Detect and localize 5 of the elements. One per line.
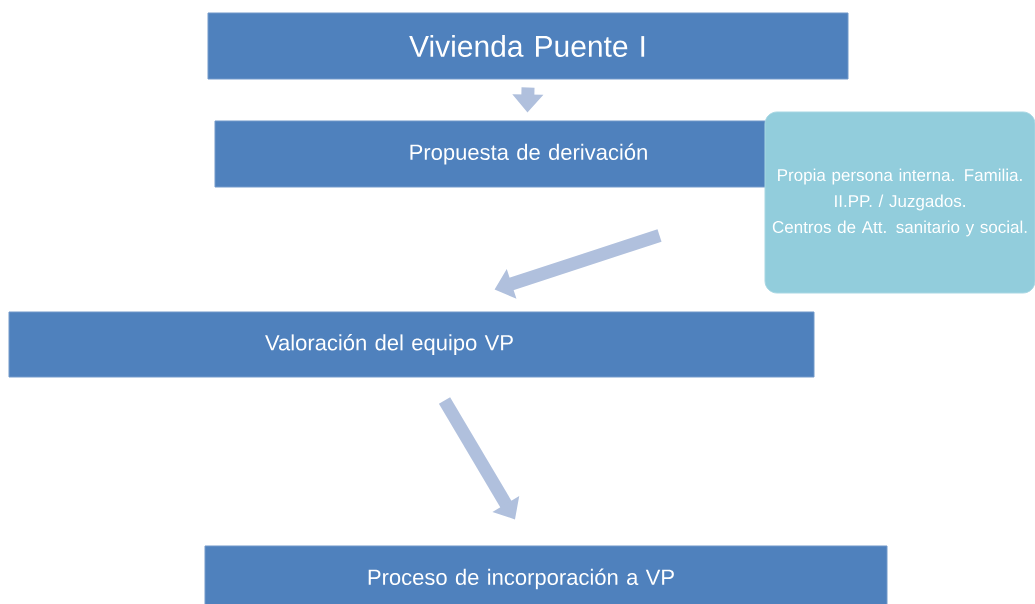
title-box: Vivienda Puente I [207, 12, 849, 80]
source-box: Propia persona interna. Familia. II.PP. / Juzgados. Centros de Att. sanitario y social. [764, 111, 1035, 294]
process-box: Valoración del equipo VP [8, 311, 815, 378]
process-box: Propuesta de derivación [214, 120, 769, 188]
process-box: Proceso de incorporación a VP [204, 545, 888, 604]
